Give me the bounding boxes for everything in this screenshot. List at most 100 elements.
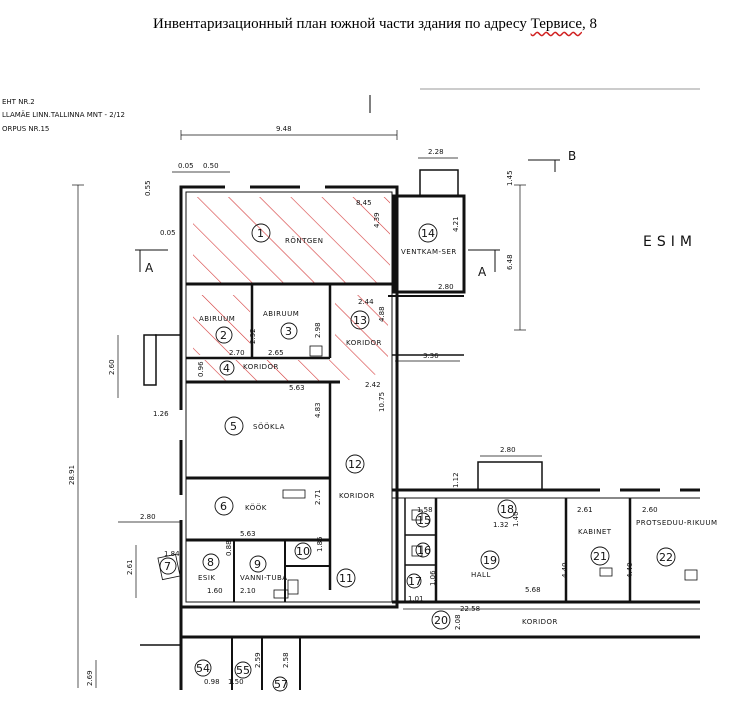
dim-440b: 4.40	[626, 562, 634, 578]
room-num-16: 16	[417, 544, 431, 557]
dim-101: 1.01	[408, 595, 424, 603]
dimension-texts: 9.48 0.05 0.50 0.55 0.05 8.45 4.39 2.28 …	[68, 125, 658, 686]
room-name-19: HALL	[471, 571, 491, 579]
room-num-55: 55	[236, 664, 250, 677]
room-num-54: 54	[196, 662, 210, 675]
circle-room-18	[497, 499, 517, 519]
dim-055: 0.55	[144, 180, 152, 196]
dim-184: 1.84	[164, 550, 180, 558]
wall-room-14	[392, 194, 466, 294]
room-num-7: 7	[164, 560, 171, 573]
dim-483: 4.83	[314, 402, 322, 418]
dim-280a: 2.80	[438, 283, 454, 291]
circle-room-9	[249, 555, 267, 573]
dim-258: 2.58	[282, 652, 290, 668]
room-num-5: 5	[230, 420, 237, 433]
room-numbers: 1 2 3 4 5 6 7 8 9 10 11 12 13 14 15 16 1…	[164, 227, 673, 691]
circle-room-11	[336, 568, 356, 588]
circle-room-4	[219, 360, 235, 376]
dim-210: 2.10	[240, 587, 256, 595]
room-num-21: 21	[593, 550, 607, 563]
header-note-3: ORPUS NR.15	[2, 125, 49, 133]
room-name-21: KABINET	[578, 528, 612, 536]
title-street: Тервисе	[530, 16, 582, 32]
header-note-1: EHT NR.2	[2, 98, 35, 106]
section-a-right: A	[478, 265, 487, 279]
room-name-6: KÖÖK	[245, 503, 267, 512]
room-name-22: PROTSEDUU-RIKUUM	[636, 519, 718, 527]
entrance-bay	[477, 461, 543, 491]
room-num-12: 12	[348, 458, 362, 471]
circle-room-16	[415, 542, 431, 558]
window-gaps	[179, 185, 680, 520]
dim-269: 2.69	[86, 670, 94, 686]
stair-7	[157, 553, 181, 581]
circle-room-8	[202, 553, 220, 571]
room-name-9: VANNI-TUBA	[240, 574, 288, 582]
outer-wall-main	[179, 185, 399, 609]
dim-271: 2.71	[314, 489, 322, 505]
porch-left	[143, 334, 157, 386]
dim-126: 1.26	[153, 410, 169, 418]
dim-140: 1.40	[512, 511, 520, 527]
wc-11	[287, 579, 299, 595]
room-num-11: 11	[339, 572, 353, 585]
hatch-room-13	[200, 295, 388, 382]
circle-room-3	[280, 322, 298, 340]
floor-plan: EHT NR.2 LLAMÄE LINN.TALLINNA MNT - 2/12…	[2, 88, 718, 692]
circle-room-5	[224, 416, 244, 436]
sink-16	[411, 545, 423, 557]
circle-room-1	[251, 223, 271, 243]
dim-096: 0.96	[197, 361, 205, 377]
dim-2258: 22.58	[460, 605, 480, 613]
room-circles	[159, 223, 676, 692]
dim-440a: 4.40	[561, 562, 569, 578]
dim-259: 2.59	[254, 652, 262, 668]
section-a-left: A	[145, 261, 154, 275]
dim-292: 2.92	[249, 328, 257, 344]
dim-132: 1.32	[493, 521, 509, 529]
dim-2891: 28.91	[68, 465, 76, 485]
room-name-12: KORIDOR	[339, 492, 375, 500]
dim-568: 5.68	[525, 586, 541, 594]
room-name-13: KORIDOR	[346, 339, 382, 347]
dim-050: 0.50	[203, 162, 219, 170]
room-num-9: 9	[254, 558, 261, 571]
circle-room-6	[214, 496, 234, 516]
room-name-5: SÖÖKLA	[253, 422, 285, 431]
dim-336: 3.36	[423, 352, 439, 360]
dim-242: 2.42	[365, 381, 381, 389]
circle-room-12	[345, 454, 365, 474]
dim-244: 2.44	[358, 298, 374, 306]
inner-wall-main	[185, 191, 393, 603]
sink-15	[411, 509, 423, 521]
room-name-14: VENTKAM-SER	[401, 248, 457, 256]
dim-270: 2.70	[229, 349, 245, 357]
section-markers	[135, 159, 560, 272]
circle-room-22	[656, 547, 676, 567]
dim-185: 1.85	[316, 536, 324, 552]
header-note-2: LLAMÄE LINN.TALLINNA MNT - 2/12	[2, 110, 125, 119]
dim-158: 1.58	[417, 506, 433, 514]
sink-21	[599, 567, 613, 577]
dim-298: 2.98	[314, 322, 322, 338]
room-num-57: 57	[274, 678, 288, 691]
dim-265: 2.65	[268, 349, 284, 357]
dim-1075: 10.75	[378, 392, 386, 412]
hatch-room-2	[193, 295, 250, 355]
dim-261a: 2.61	[577, 506, 593, 514]
room-num-2: 2	[220, 329, 227, 342]
circle-room-19	[480, 550, 500, 570]
shaft-top	[419, 169, 459, 197]
room-num-22: 22	[659, 551, 673, 564]
title-suffix: , 8	[581, 16, 597, 32]
room-names: RÖNTGEN ABIRUUM ABIRUUM KORIDOR SÖÖKLA K…	[198, 236, 718, 626]
room-num-14: 14	[421, 227, 435, 240]
dim-648: 6.48	[506, 254, 514, 270]
circle-room-2	[215, 326, 233, 344]
page-title: Инвентаризационный план южной части здан…	[0, 16, 750, 33]
room-num-19: 19	[483, 554, 497, 567]
dim-112: 1.12	[452, 472, 460, 488]
room-num-1: 1	[257, 227, 264, 240]
section-b: B	[568, 149, 576, 163]
